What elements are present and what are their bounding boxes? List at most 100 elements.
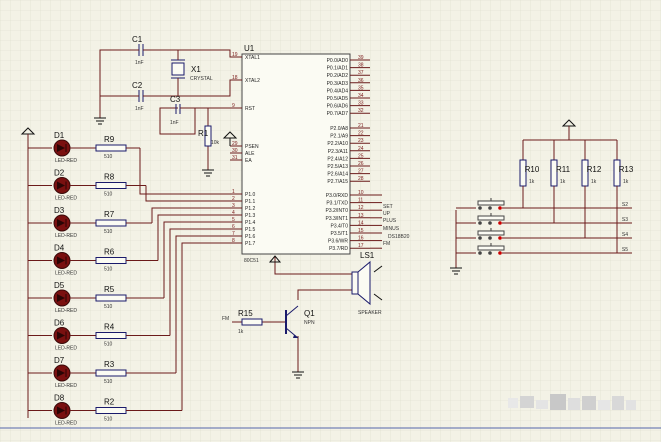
resistor-value: 510 — [104, 267, 113, 273]
led-channel-8[interactable]: D8 LED-RED R2 510 — [28, 242, 230, 427]
led-ref: D1 — [54, 131, 65, 140]
pin-number: 14 — [358, 220, 364, 226]
pin-label: P3.0/RXD — [326, 193, 349, 199]
resistor-r15[interactable]: R15 1k FM — [222, 309, 263, 335]
resistor-value: 1k — [560, 179, 566, 185]
pin-label: P1.1 — [245, 199, 256, 205]
pin-label: P3.2/INT0 — [325, 208, 348, 214]
resistor-r1[interactable]: R1 10k — [198, 125, 220, 147]
transistor-q1[interactable]: Q1 NPN — [285, 305, 315, 339]
push-button-4[interactable]: S5 — [456, 243, 628, 255]
pin-label: P1.7 — [245, 241, 256, 247]
led-ref: D2 — [54, 169, 65, 178]
led-bank[interactable]: D1LED-REDR9510D2LED-REDR8510D3LED-REDR75… — [20, 127, 230, 427]
led-channel-4[interactable]: D4 LED-RED R6 510 — [28, 214, 230, 277]
x1-ref: X1 — [191, 65, 201, 74]
pin-number: 19 — [232, 52, 238, 58]
capacitor-c1[interactable]: C1 1nF — [130, 35, 152, 66]
resistor-ref: R5 — [104, 285, 115, 294]
x1-value: CRYSTAL — [190, 76, 213, 82]
resistor-value: 1k — [591, 179, 597, 185]
pin-label: P3.4/T0 — [330, 223, 348, 229]
crystal-x1[interactable]: X1 CRYSTAL — [171, 56, 213, 82]
pin-number: 17 — [358, 243, 364, 249]
push-button-2[interactable]: S3 — [456, 213, 628, 225]
pin-label: P3.1/TXD — [326, 201, 348, 207]
pin-label: RST — [245, 106, 255, 112]
led-icon — [53, 364, 71, 382]
led-type: LED-RED — [55, 233, 77, 239]
pin-label: P1.2 — [245, 206, 256, 212]
pin-label: P0.2/AD2 — [327, 73, 349, 79]
capacitor-c2[interactable]: C2 1nF — [130, 81, 152, 112]
pin-number: 5 — [232, 217, 235, 223]
oscillator-section[interactable]: C1 1nF C2 1nF X1 CRYSTAL C3 1 — [94, 35, 242, 177]
pin-number: 39 — [358, 55, 364, 61]
pin-label: P2.2/A10 — [327, 141, 348, 147]
pin-label: P3.7/RD — [329, 246, 348, 252]
pin-number: 29 — [232, 141, 238, 147]
pin-number: 4 — [232, 210, 235, 216]
r15-value: 1k — [238, 329, 244, 335]
pin-label: P1.0 — [245, 192, 256, 198]
q1-ref: Q1 — [304, 309, 315, 318]
pin-label: P0.3/AD3 — [327, 81, 349, 87]
pin-number: 35 — [358, 85, 364, 91]
led-ref: D3 — [54, 206, 65, 215]
c1-value: 1nF — [135, 60, 144, 66]
speaker-section[interactable]: LS1 SPEAKER Q1 NPN R15 1k FM — [222, 251, 383, 379]
pin-number: 36 — [358, 78, 364, 84]
resistor-ref: R6 — [104, 248, 115, 257]
pin-label: P3.3/INT1 — [325, 216, 348, 222]
led-ref: D5 — [54, 281, 65, 290]
net-fm: FM — [383, 241, 390, 247]
pin-label: P0.1/AD1 — [327, 66, 349, 72]
resistor-ref: R10 — [525, 165, 540, 174]
led-ref: D4 — [54, 244, 65, 253]
pin-number: 18 — [232, 75, 238, 81]
speaker-ls1[interactable]: LS1 SPEAKER — [351, 251, 383, 316]
led-icon — [53, 289, 71, 307]
pin-label: P3.5/T1 — [330, 231, 348, 237]
pin-number: 34 — [358, 93, 364, 99]
c3-ref: C3 — [170, 95, 181, 104]
net-up: UP — [383, 211, 391, 217]
pin-label: P1.5 — [245, 227, 256, 233]
led-type: LED-RED — [55, 308, 77, 314]
pin-number: 8 — [232, 238, 235, 244]
resistor-ref: R3 — [104, 360, 115, 369]
resistor-value: 510 — [104, 304, 113, 310]
pin-label: P2.7/A15 — [327, 179, 348, 185]
pin-number: 23 — [358, 138, 364, 144]
pin-number: 10 — [358, 190, 364, 196]
led-type: LED-RED — [55, 196, 77, 202]
pin-number: 26 — [358, 161, 364, 167]
pin-label: P2.4/A12 — [327, 156, 348, 162]
led-ref: D8 — [54, 394, 65, 403]
led-icon — [53, 327, 71, 344]
pin-number: 38 — [358, 63, 364, 69]
net-set: SET — [383, 204, 393, 210]
pin-number: 6 — [232, 224, 235, 230]
push-button-3[interactable]: S4 — [456, 228, 628, 240]
net-plus: PLUS — [383, 218, 397, 224]
resistor-ref: R2 — [104, 398, 115, 407]
pin-number: 13 — [358, 213, 364, 219]
pin-label: P0.0/AD0 — [327, 58, 349, 64]
push-button-1[interactable]: S2 — [456, 198, 628, 210]
resistor-ref: R4 — [104, 323, 115, 332]
r1-ref: R1 — [198, 129, 209, 138]
c3-value: 1nF — [170, 120, 179, 126]
pin-number: 22 — [358, 131, 364, 137]
capacitor-c3[interactable]: C3 1nF — [170, 95, 195, 126]
net-minus: MINUS — [383, 226, 400, 232]
